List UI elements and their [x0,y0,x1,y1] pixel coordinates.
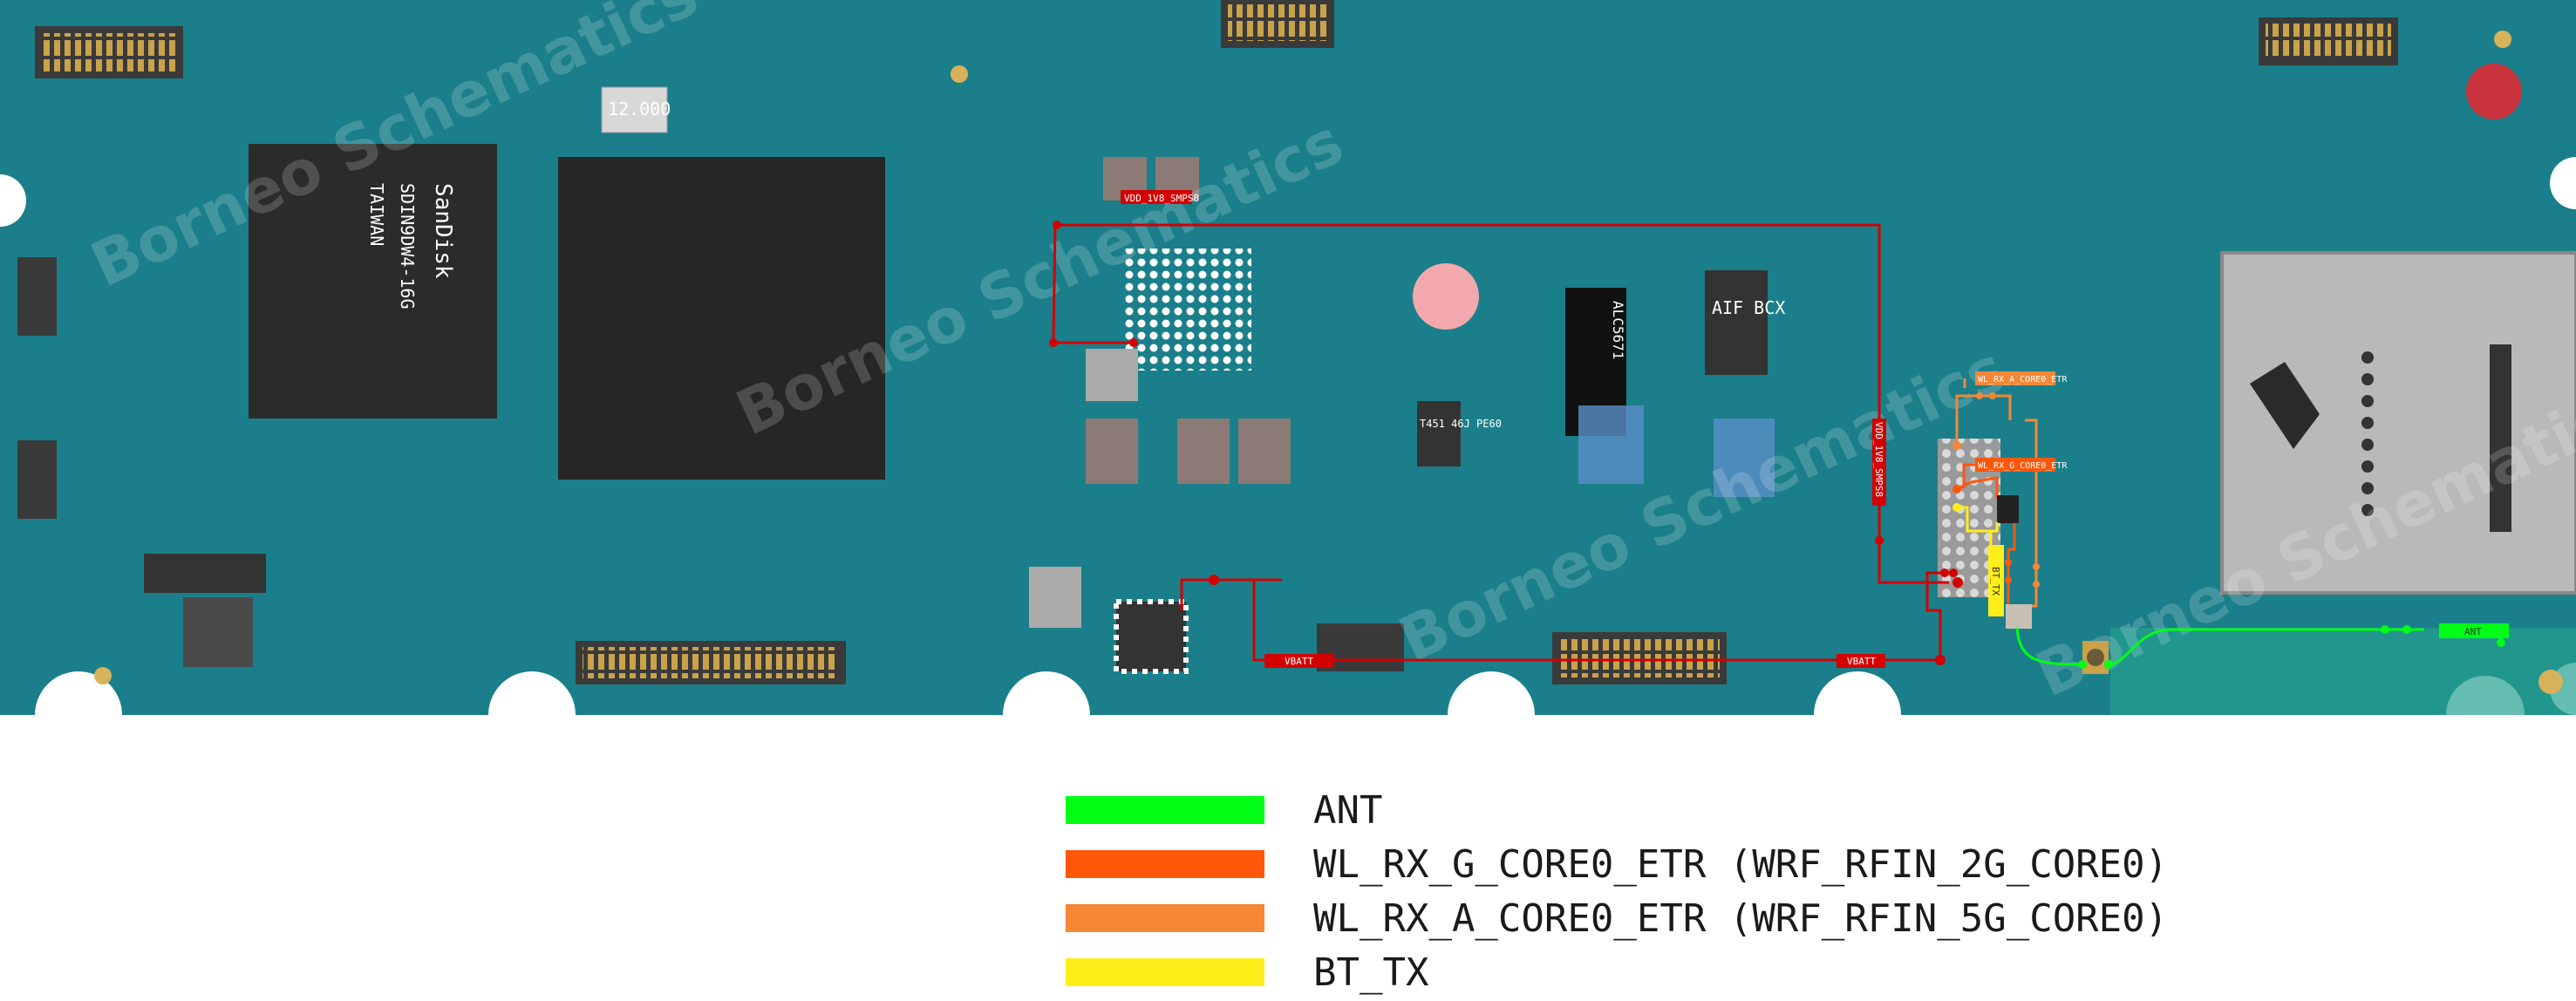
emmc-chip [249,144,497,419]
svg-text:VDD_1V8_SMPS8: VDD_1V8_SMPS8 [1124,193,1199,204]
svg-text:WL_RX_G_CORE0_ETR: WL_RX_G_CORE0_ETR [1978,461,2068,471]
legend-item-wl-rx-a: WL_RX_A_CORE0_ETR (WRF_RFIN_5G_CORE0) [1066,891,2168,945]
svg-text:BT_TX: BT_TX [1990,567,2001,596]
bt-tx-trace [1957,506,1999,545]
svg-text:SDIN9DW4-16G: SDIN9DW4-16G [397,183,418,310]
connectors [17,0,2398,684]
net-tag-vdd-v [1872,419,1886,506]
svg-text:SanDisk: SanDisk [430,183,456,279]
net-tag-vbatt-1 [1264,654,1334,668]
svg-text:AIF BCX: AIF BCX [1712,297,1785,318]
svg-text:ANT: ANT [2464,626,2482,637]
test-pad [1413,263,1479,330]
pmic-bga [1125,249,1251,371]
legend: ANT WL_RX_G_CORE0_ETR (WRF_RFIN_2G_CORE0… [1066,783,2168,999]
net-tag-vbatt-2 [1837,654,1885,668]
svg-text:WL_RX_A_CORE0_ETR: WL_RX_A_CORE0_ETR [1978,375,2068,385]
legend-item-ant: ANT [1066,783,2168,837]
antenna-connector [2082,641,2109,674]
svg-text:ALC5671: ALC5671 [1610,301,1626,359]
net-tag-ant [2439,623,2509,638]
legend-swatch [1066,958,1264,986]
net-tag-bt-tx [1988,545,2004,616]
legend-label: BT_TX [1313,950,1429,995]
legend-label: WL_RX_G_CORE0_ETR (WRF_RFIN_2G_CORE0) [1313,841,2169,887]
legend-swatch [1066,796,1264,824]
legend-label: WL_RX_A_CORE0_ETR (WRF_RFIN_5G_CORE0) [1313,895,2169,941]
legend-label: ANT [1313,787,1383,833]
power-traces [1052,223,1953,662]
legend-swatch [1066,904,1264,932]
net-tag-wl-rx-a [1975,371,2055,385]
crystal [601,86,668,133]
svg-text:T451 46J PE60: T451 46J PE60 [1420,418,1502,430]
legend-swatch [1066,850,1264,878]
legend-item-wl-rx-g: WL_RX_G_CORE0_ETR (WRF_RFIN_2G_CORE0) [1066,837,2168,891]
svg-text:VBATT: VBATT [1847,656,1876,667]
svg-text:VBATT: VBATT [1285,656,1313,667]
net-tag-wl-rx-g [1975,458,2055,472]
net-tag-vdd-h [1121,190,1192,204]
legend-item-bt-tx: BT_TX [1066,945,2168,999]
svg-text:VDD_1V8_SMPS8: VDD_1V8_SMPS8 [1873,422,1884,497]
svg-text:TAIWAN: TAIWAN [366,183,387,246]
soc-chip [558,157,885,480]
svg-text:12.000: 12.000 [608,99,671,119]
